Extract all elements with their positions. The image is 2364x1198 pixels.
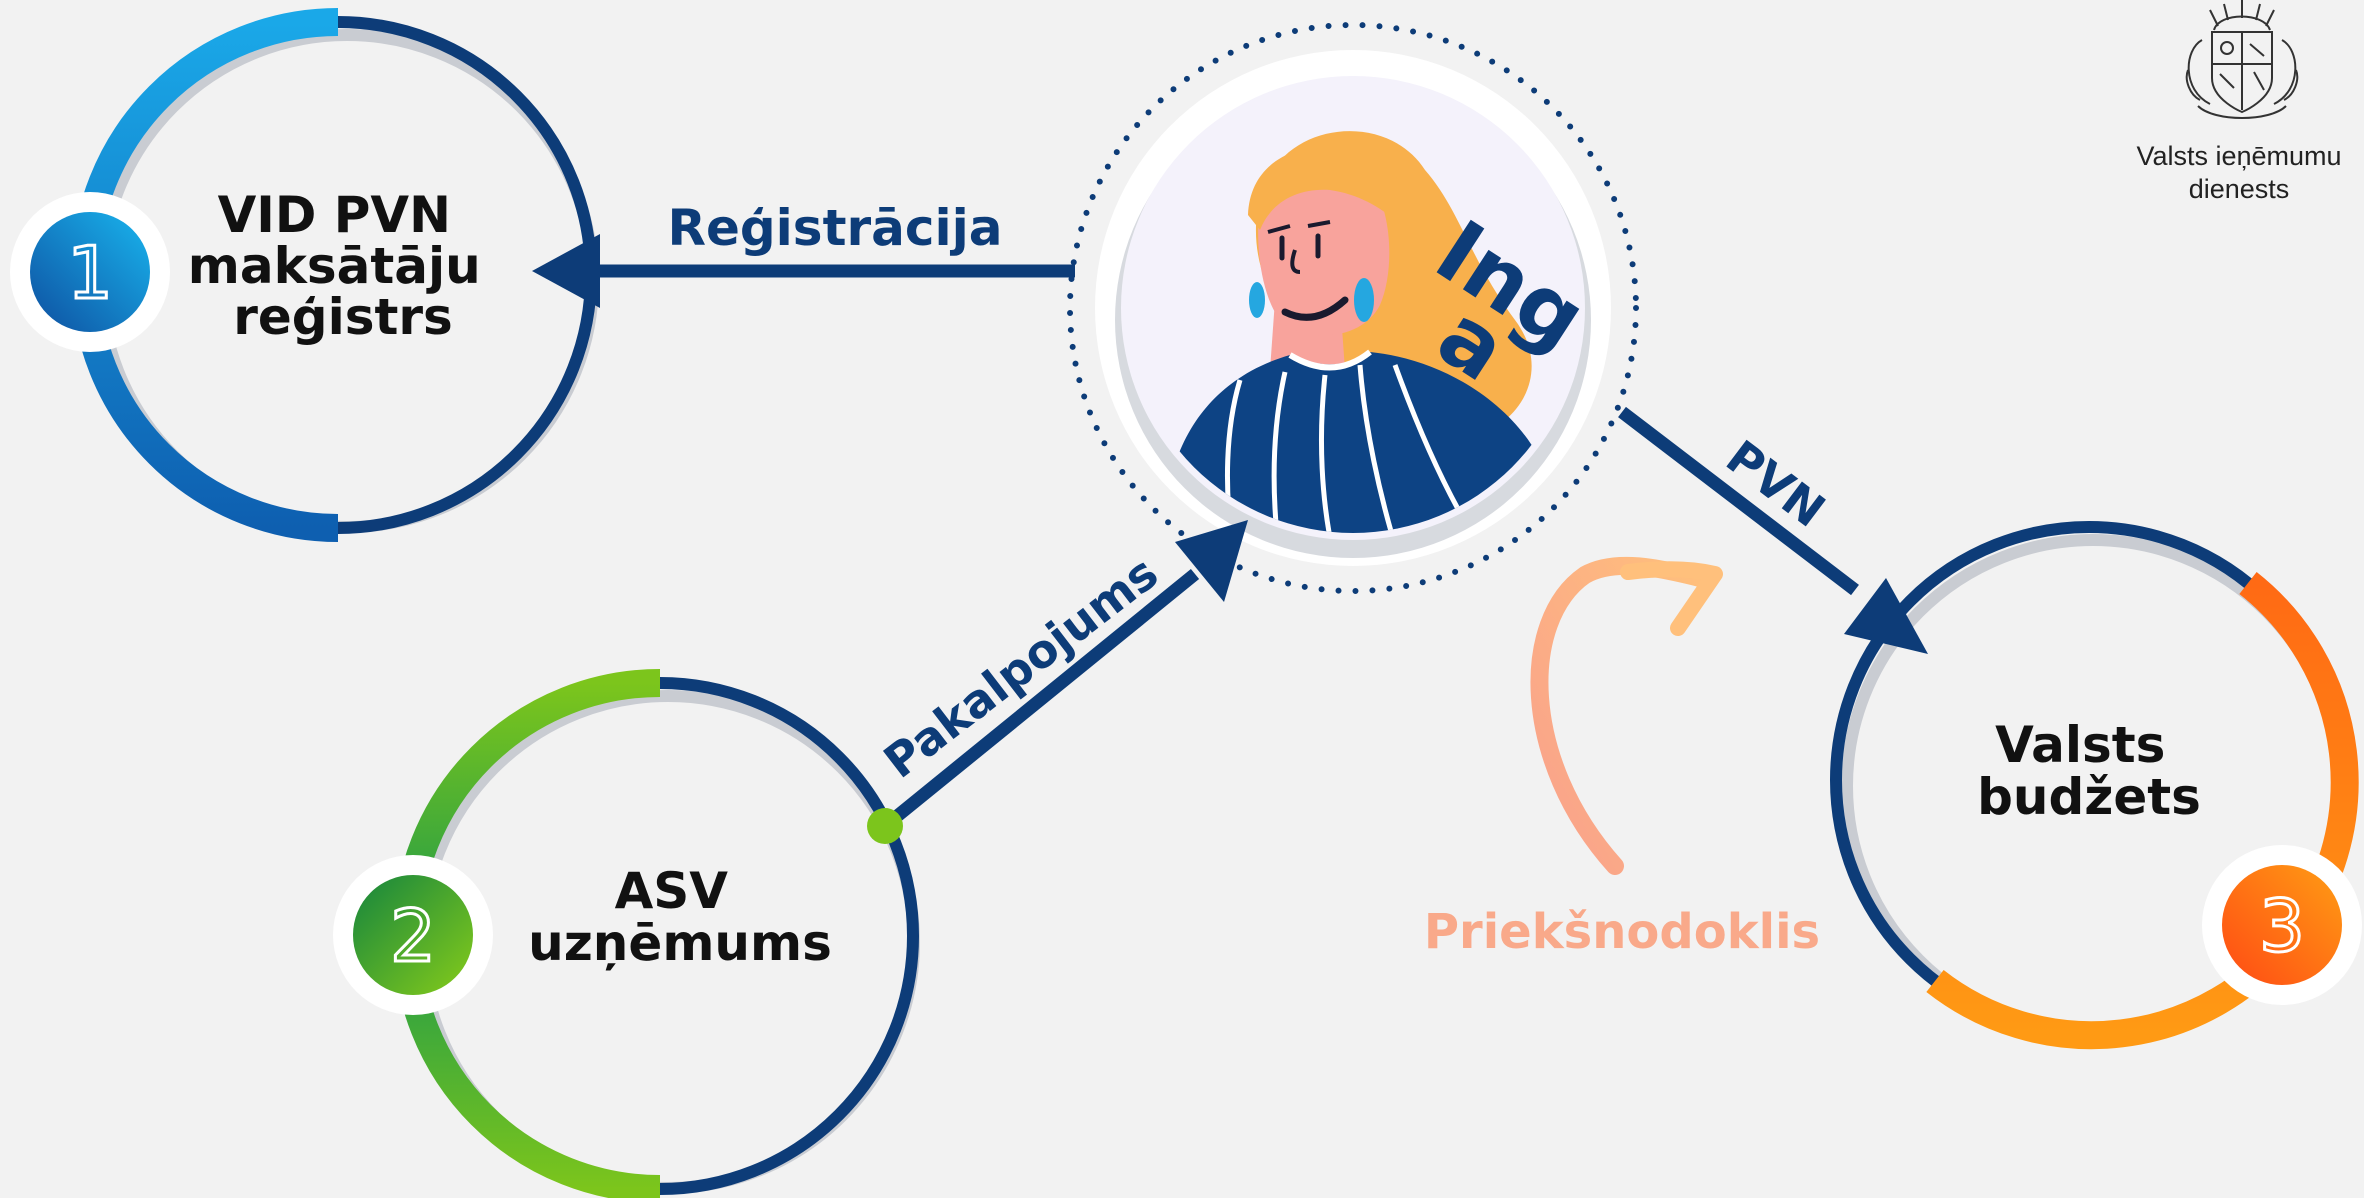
vat-arrowhead	[1844, 578, 1928, 654]
input-tax-edge: Priekšnodoklis	[1424, 556, 1820, 960]
registry-node: 1 VID PVN maksātāju reģistrs	[10, 8, 599, 542]
registry-number: 1	[67, 231, 113, 315]
company-label: ASV uzņēmums	[528, 862, 832, 972]
service-arrowhead	[1175, 520, 1248, 602]
service-start-dot	[867, 808, 903, 844]
input-tax-label: Priekšnodoklis	[1424, 904, 1820, 960]
vat-edge: PVN	[1618, 406, 1928, 654]
coat-of-arms-icon	[2185, 0, 2299, 119]
registry-number-badge	[30, 212, 150, 332]
input-tax-curve	[1530, 556, 1709, 875]
registration-label: Reģistrācija	[667, 199, 1002, 257]
logo-text: Valsts ieņēmumu dienests	[2114, 140, 2364, 206]
company-number: 2	[390, 894, 436, 978]
service-edge: Pakalpojums	[867, 520, 1248, 844]
registry-label: VID PVN maksātāju reģistrs	[188, 186, 498, 346]
budget-node: 3 Valsts budžets	[1830, 521, 2362, 1050]
budget-label: Valsts budžets	[1977, 716, 2201, 826]
registration-arrowhead	[532, 234, 600, 308]
input-tax-arrowhead	[1620, 561, 1723, 636]
vid-logo: Valsts ieņēmumu dienests	[2114, 0, 2364, 215]
person-dotted-ring	[1067, 22, 1639, 594]
company-node: 2 ASV uzņēmums	[333, 669, 920, 1198]
registration-edge: Reģistrācija	[532, 199, 1075, 308]
budget-number-badge	[2222, 865, 2342, 985]
logo-line-1: Valsts ieņēmumu	[2136, 141, 2342, 171]
budget-number: 3	[2259, 884, 2305, 968]
logo-line-2: dienests	[2188, 174, 2290, 204]
company-number-badge	[353, 875, 473, 995]
person-node: Ing a	[1067, 22, 1639, 594]
service-label: Pakalpojums	[874, 545, 1168, 788]
